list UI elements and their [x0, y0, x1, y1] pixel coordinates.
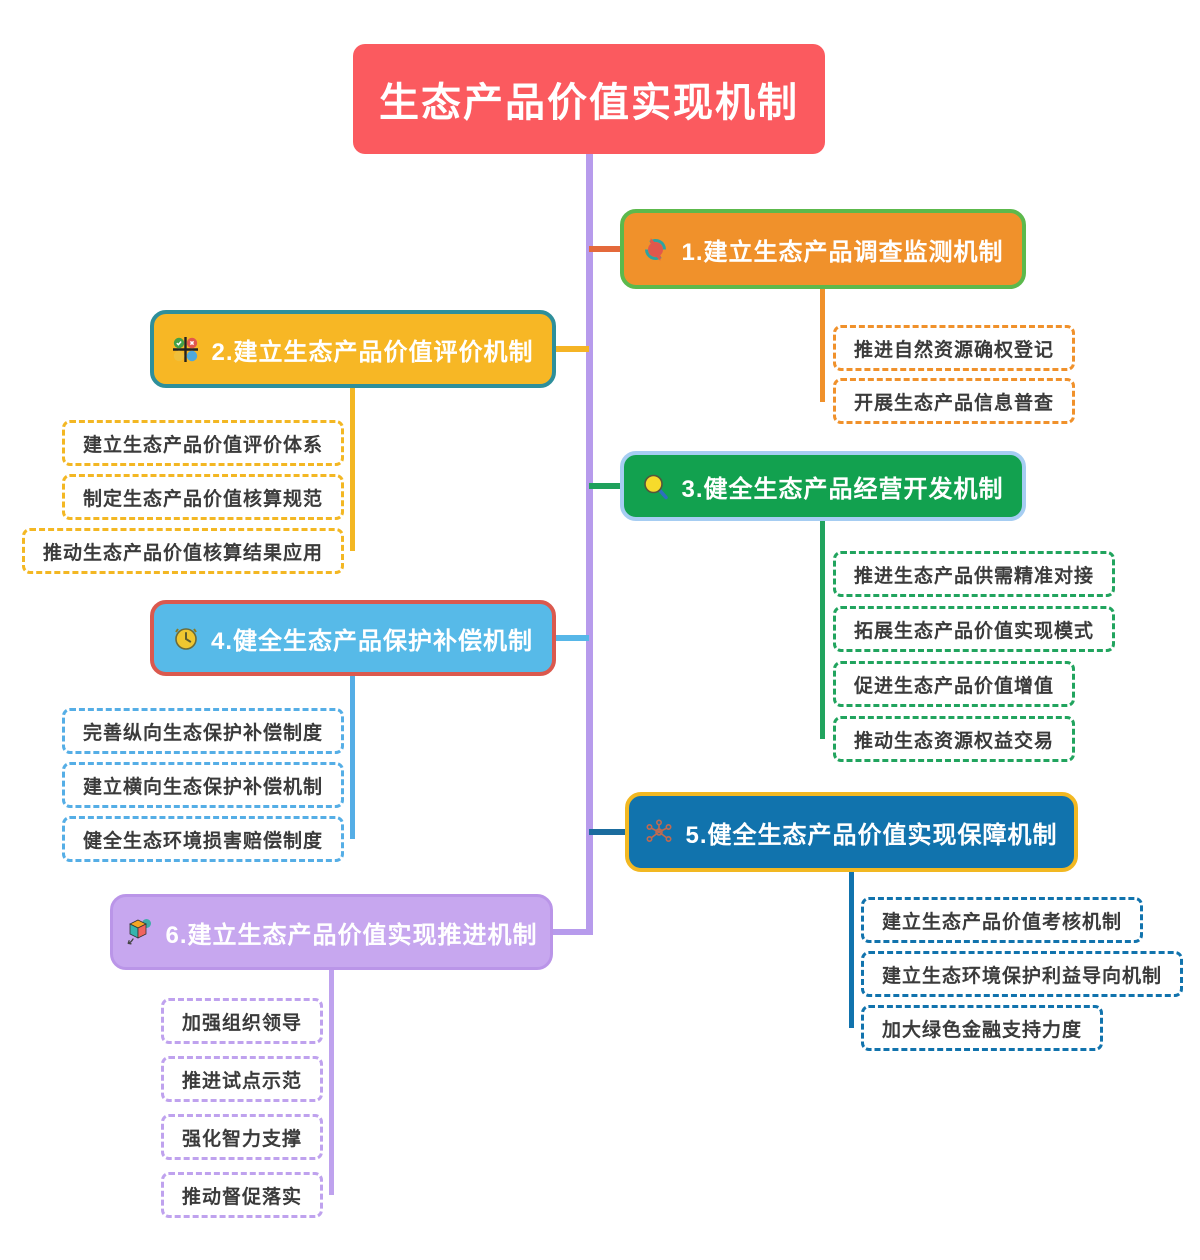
branch-1-child-2[interactable]: 开展生态产品信息普查 — [833, 378, 1076, 424]
branch-4-child-2[interactable]: 建立横向生态保护补偿机制 — [61, 762, 344, 808]
branch-2-children-line — [350, 388, 355, 551]
branch-3-child-1[interactable]: 推进生态产品供需精准对接 — [833, 551, 1116, 597]
approval-grid-icon — [172, 336, 199, 363]
branch-4-children-line — [350, 676, 355, 839]
root-node[interactable]: 生态产品价值实现机制 — [353, 44, 825, 154]
branch-6-label: 6.建立生态产品价值实现推进机制 — [165, 921, 538, 949]
branch-1-child-1[interactable]: 推进自然资源确权登记 — [833, 325, 1076, 371]
branch-2-child-2[interactable]: 制定生态产品价值核算规范 — [61, 474, 344, 520]
branch-6-children-line — [329, 970, 334, 1195]
network-icon — [645, 818, 673, 846]
branch-3-connector — [589, 483, 621, 489]
branch-1-label: 1.建立生态产品调查监测机制 — [681, 238, 1004, 266]
branch-5-child-1[interactable]: 建立生态产品价值考核机制 — [861, 897, 1144, 943]
branch-1-node[interactable]: 1.建立生态产品调查监测机制 — [620, 209, 1026, 289]
branch-3-label: 3.健全生态产品经营开发机制 — [681, 475, 1004, 503]
branch-6-connector — [553, 929, 593, 935]
branch-4-child-3[interactable]: 健全生态环境损害赔偿制度 — [61, 816, 344, 862]
cube-icon — [125, 917, 153, 947]
branch-6-child-2[interactable]: 推进试点示范 — [160, 1056, 323, 1102]
branch-4-child-1[interactable]: 完善纵向生态保护补偿制度 — [61, 708, 344, 754]
branch-3-child-4[interactable]: 推动生态资源权益交易 — [833, 716, 1076, 762]
branch-2-connector — [556, 346, 589, 352]
branch-3-children-line — [820, 521, 825, 739]
branch-5-child-3[interactable]: 加大绿色金融支持力度 — [861, 1005, 1104, 1051]
branch-6-child-4[interactable]: 推动督促落实 — [160, 1172, 323, 1218]
branch-5-label: 5.健全生态产品价值实现保障机制 — [685, 821, 1058, 849]
branch-5-child-2[interactable]: 建立生态环境保护利益导向机制 — [861, 951, 1184, 997]
branch-2-child-3[interactable]: 推动生态产品价值核算结果应用 — [21, 528, 344, 574]
branch-4-connector — [556, 635, 589, 641]
magnifier-icon — [642, 473, 669, 500]
clock-icon — [173, 625, 199, 651]
branch-1-connector — [589, 246, 621, 252]
branch-3-child-3[interactable]: 促进生态产品价值增值 — [833, 661, 1076, 707]
branch-4-node[interactable]: 4.健全生态产品保护补偿机制 — [150, 600, 556, 676]
branch-2-label: 2.建立生态产品价值评价机制 — [211, 338, 534, 366]
branch-6-node[interactable]: 6.建立生态产品价值实现推进机制 — [110, 894, 553, 970]
branch-2-node[interactable]: 2.建立生态产品价值评价机制 — [150, 310, 556, 388]
branch-3-node[interactable]: 3.健全生态产品经营开发机制 — [620, 451, 1026, 521]
sync-icon — [642, 236, 669, 263]
branch-5-connector — [589, 829, 626, 835]
branch-6-child-3[interactable]: 强化智力支撑 — [160, 1114, 323, 1160]
branch-2-child-1[interactable]: 建立生态产品价值评价体系 — [61, 420, 344, 466]
branch-3-child-2[interactable]: 拓展生态产品价值实现模式 — [833, 606, 1116, 652]
root-label: 生态产品价值实现机制 — [379, 81, 799, 125]
branch-5-children-line — [849, 872, 854, 1028]
trunk-line — [586, 154, 593, 935]
branch-6-child-1[interactable]: 加强组织领导 — [160, 998, 323, 1044]
branch-4-label: 4.健全生态产品保护补偿机制 — [210, 627, 533, 655]
branch-5-node[interactable]: 5.健全生态产品价值实现保障机制 — [625, 792, 1078, 872]
branch-1-children-line — [820, 289, 825, 402]
